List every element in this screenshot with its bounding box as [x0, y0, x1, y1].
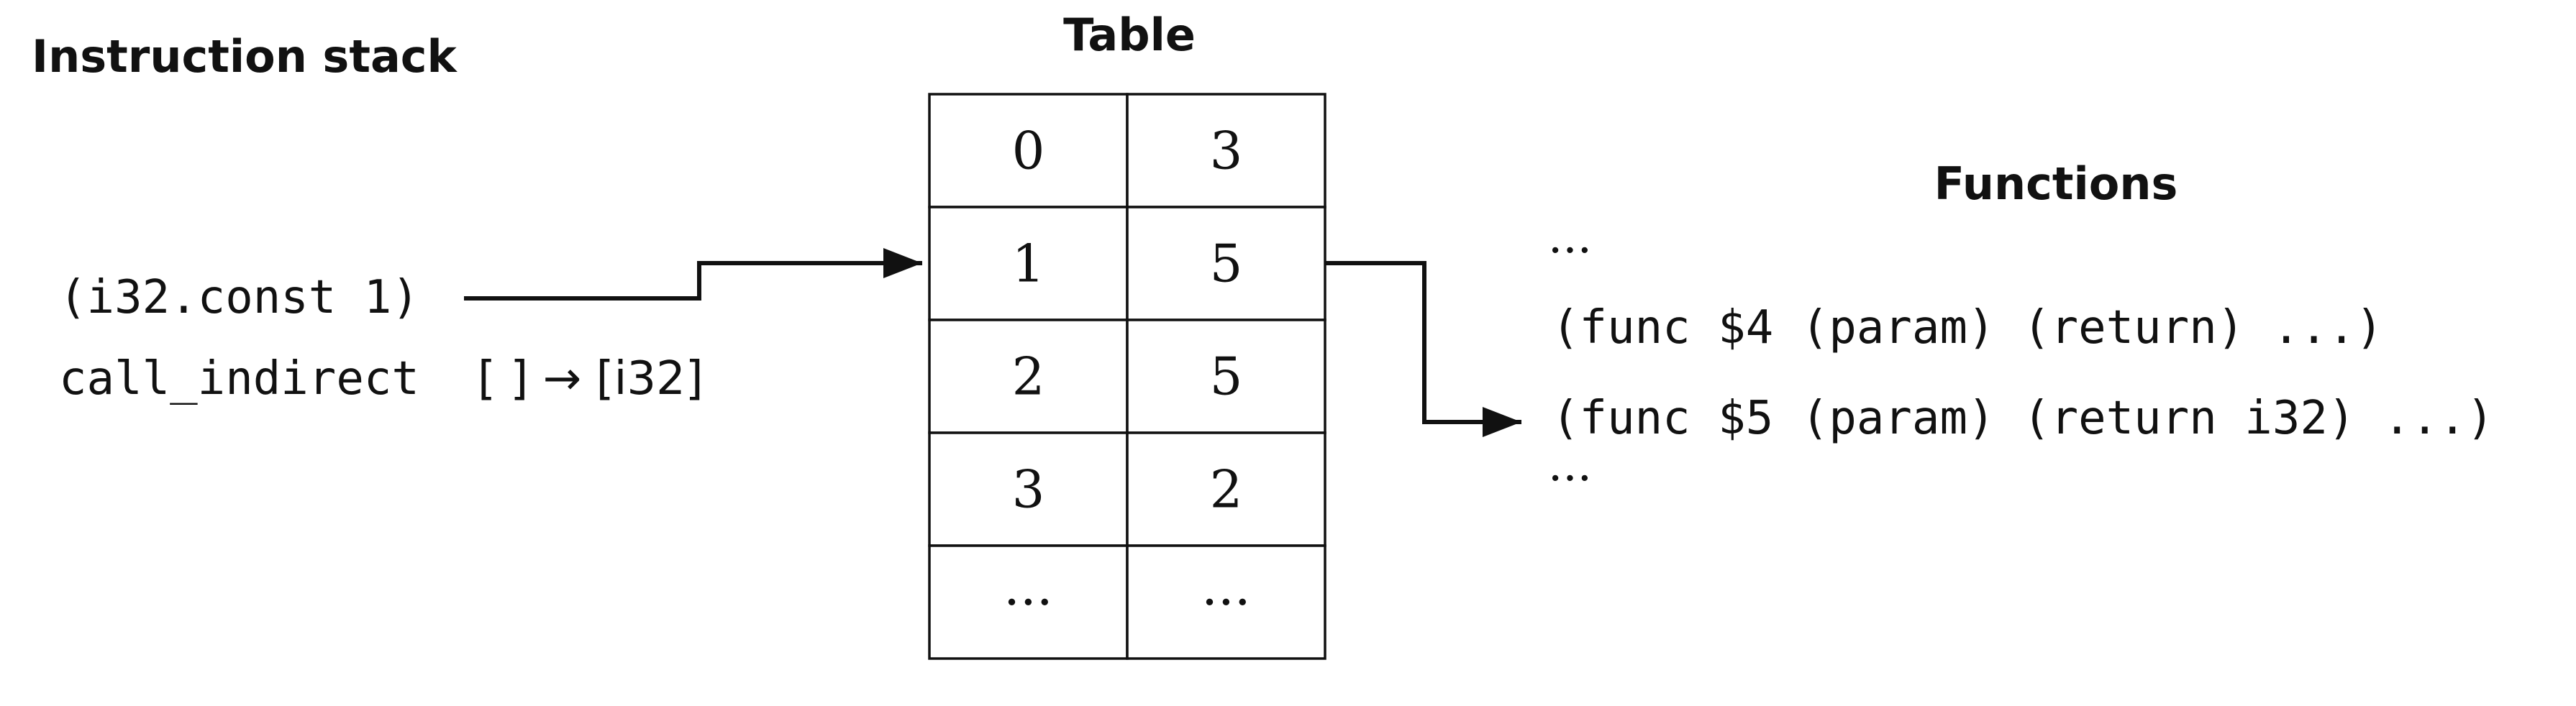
table-index-text: ···	[1003, 572, 1053, 633]
table-index-text: 2	[1012, 347, 1045, 407]
functions-ellipsis-top: ···	[1548, 224, 1592, 278]
table-value-text: 2	[1210, 459, 1243, 520]
call-indirect-instruction: call_indirect	[59, 352, 419, 405]
table-value-text: 5	[1210, 347, 1243, 407]
functions-ellipsis-bottom: ···	[1548, 452, 1592, 505]
table-cell-index	[928, 93, 1129, 208]
table-to-function-arrow	[1326, 261, 1521, 437]
table-value-text: 3	[1210, 121, 1243, 181]
table-cell-value	[1126, 206, 1326, 321]
functions-heading: Functions	[1934, 157, 2178, 210]
table-cell-index	[928, 544, 1129, 660]
table-cell-value	[1126, 93, 1326, 208]
call-indirect-signature: [ ] → [i32]	[478, 352, 704, 405]
table-index-text: 1	[1012, 234, 1045, 294]
func-4-signature: (func $4 (param) (return) ...)	[1552, 301, 2383, 354]
table-value-text: 5	[1210, 234, 1243, 294]
table-index-text: 3	[1012, 459, 1045, 520]
table-cell-value	[1126, 318, 1326, 434]
func-5-signature: (func $5 (param) (return i32) ...)	[1552, 392, 2494, 445]
instruction-to-table-arrow	[464, 248, 922, 301]
function-table: 0 3 1 5 2 5 3 2 ··· ···	[928, 93, 1326, 660]
table-index-text: 0	[1012, 121, 1045, 181]
table-cell-value	[1126, 431, 1326, 547]
table-heading: Table	[1063, 9, 1196, 61]
table-value-text: ···	[1201, 572, 1251, 633]
table-cell-value	[1126, 544, 1326, 660]
instruction-stack-heading: Instruction stack	[32, 30, 458, 83]
i32-const-instruction: (i32.const 1)	[59, 271, 419, 324]
table-cell-index	[928, 206, 1129, 321]
